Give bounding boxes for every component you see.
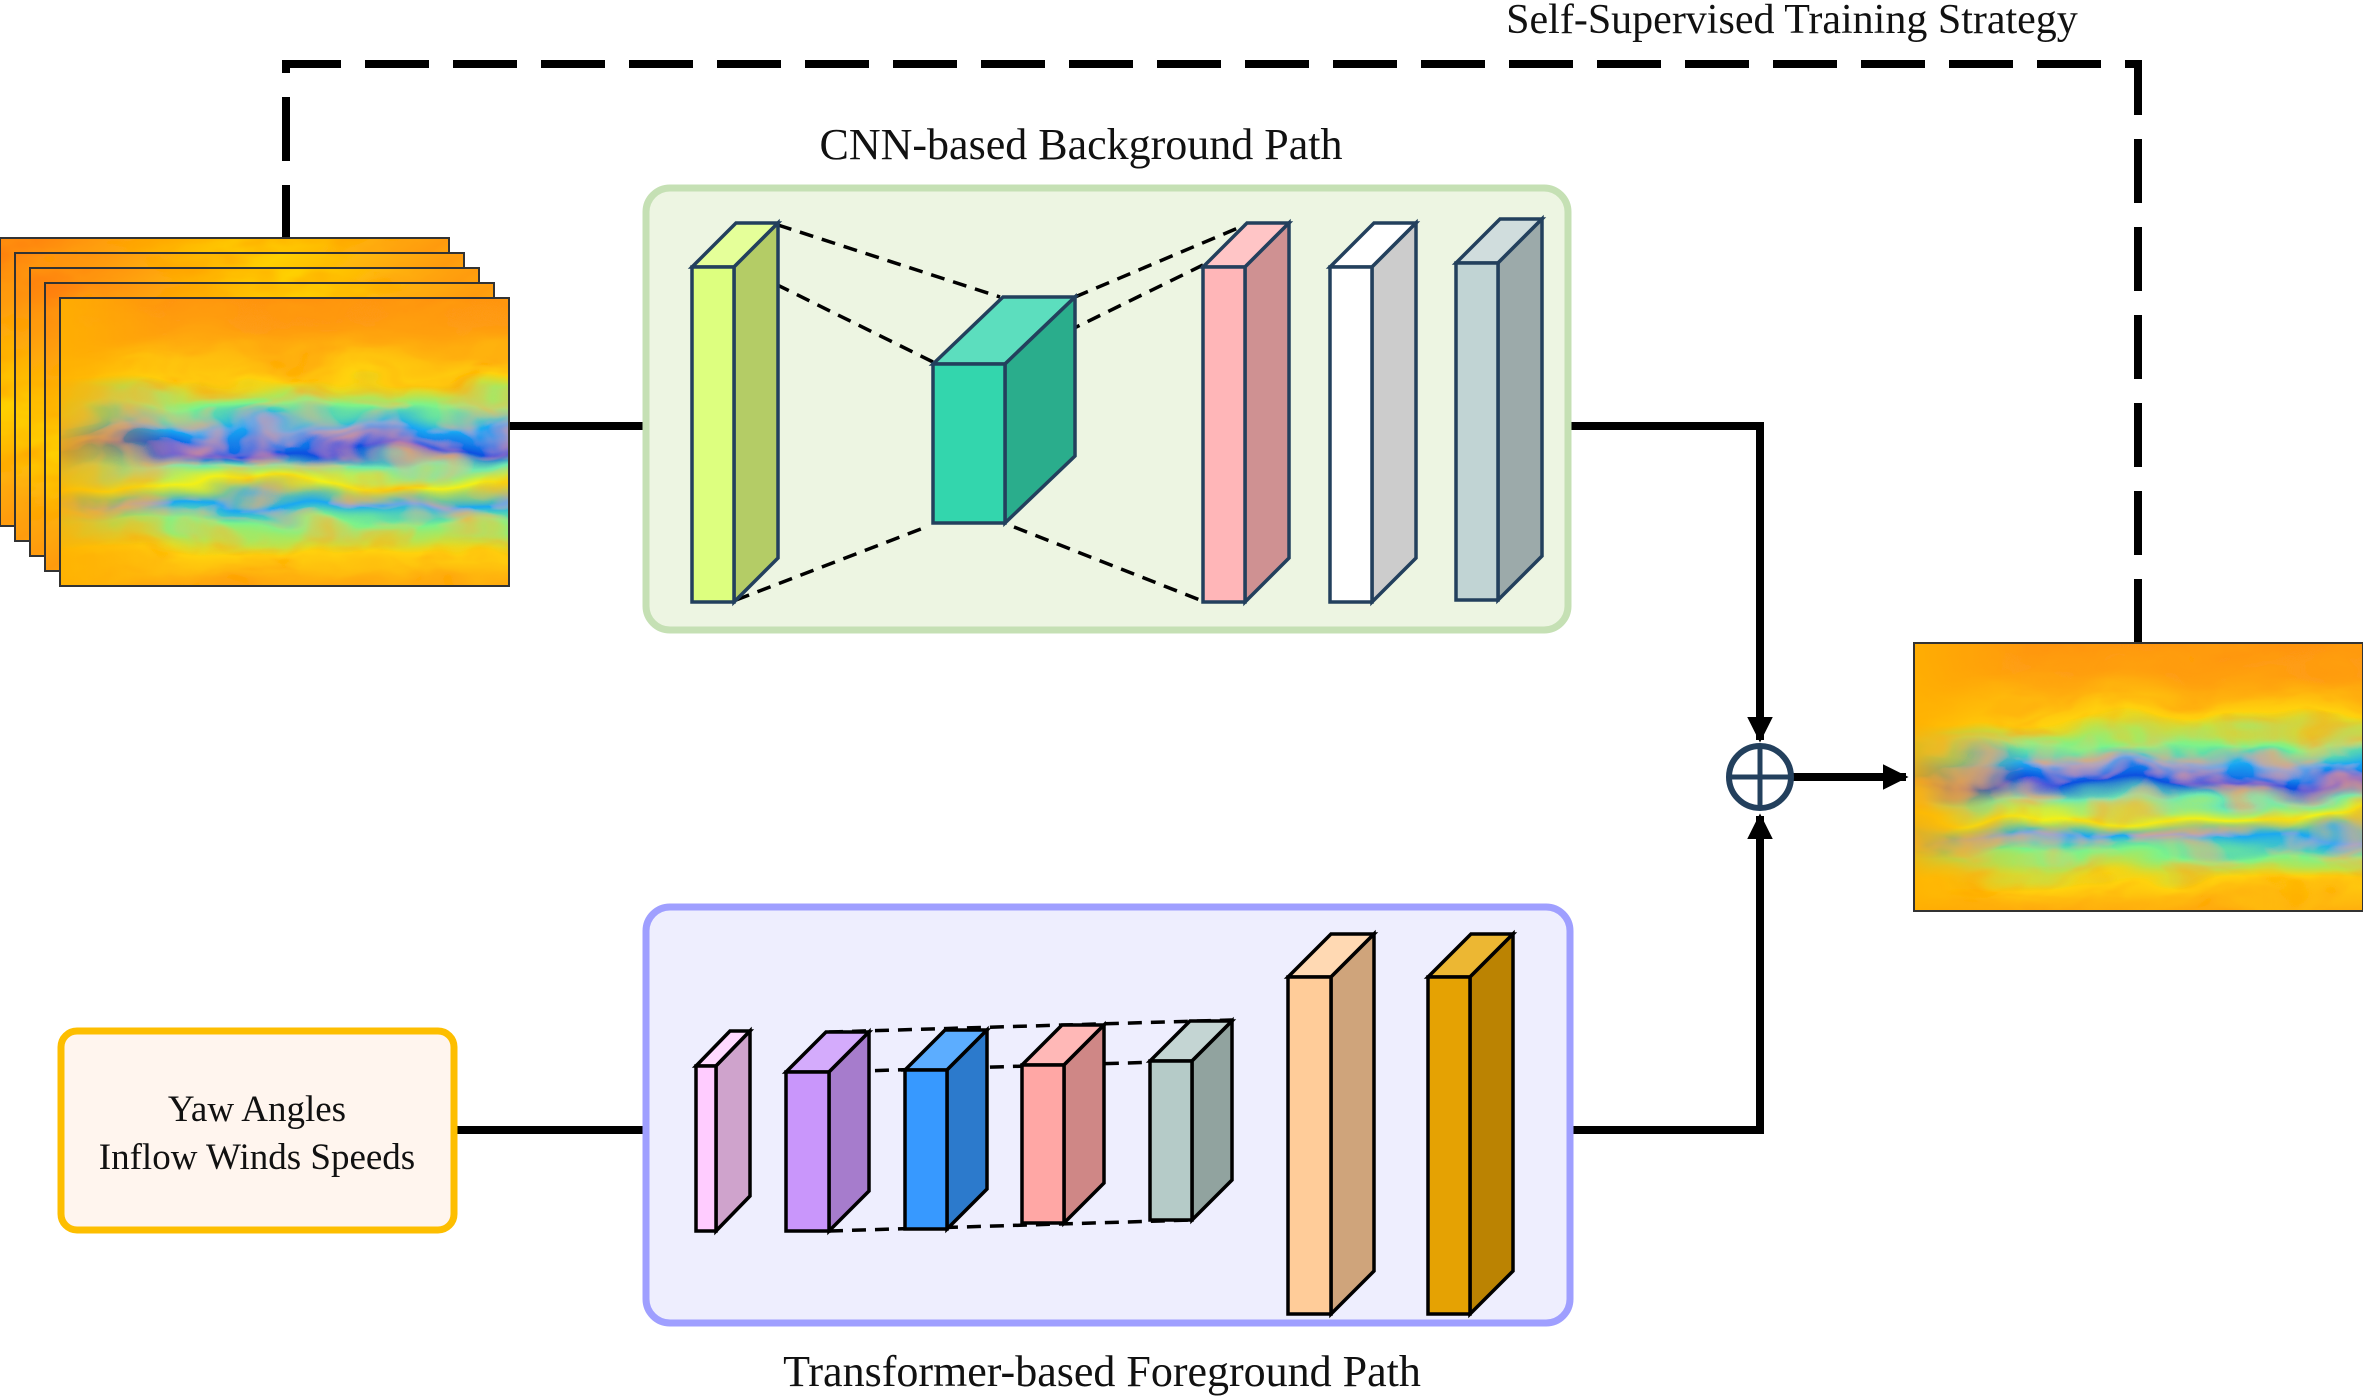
- transformer-block-1-front-face: [784, 1070, 831, 1233]
- dash-tf-mid: [828, 1059, 1193, 1074]
- input-param-yaw-angles: Yaw Angles: [168, 1089, 346, 1130]
- dash-dec-top: [1074, 223, 1246, 299]
- cnn-blocks: [687, 214, 1547, 607]
- training-strategy-label: Self-Supervised Training Strategy: [1506, 0, 2078, 43]
- training-loop-dashed-line: [282, 60, 2142, 643]
- transformer-dashes: [828, 1018, 1233, 1233]
- decoder-block-2-front-face: [1328, 265, 1374, 604]
- bottleneck-block: [928, 292, 1080, 528]
- transformer-block-4-front-face: [1148, 1059, 1194, 1222]
- transformer-block-4: [1145, 1016, 1237, 1225]
- input-params-box: Yaw Angles Inflow Winds Speeds: [57, 1027, 458, 1234]
- encoder-block-1: [687, 218, 783, 607]
- dash-tf-top: [828, 1018, 1233, 1034]
- dash-dec-bottom: [1013, 525, 1201, 602]
- transformer-block-1: [781, 1027, 874, 1236]
- transformer-block-2-front-face: [903, 1068, 949, 1231]
- decoder-block-1-front-face: [1201, 265, 1247, 604]
- bottleneck-block-front-face: [931, 362, 1007, 525]
- dash-enc-bottom: [735, 525, 927, 602]
- input-frame-front: [59, 297, 510, 587]
- embedding-block-side-face: [714, 1026, 752, 1236]
- output-wake-image: [1913, 642, 2363, 912]
- transformer-path-title: Transformer-based Foreground Path: [783, 1347, 1421, 1396]
- embedding-block-front-face: [694, 1064, 718, 1233]
- projection-block-2: [1423, 929, 1518, 1319]
- projection-block-1-side-face: [1329, 929, 1376, 1319]
- embedding-block: [691, 1026, 755, 1236]
- input-param-inflow-wind-speeds: Inflow Winds Speeds: [99, 1137, 415, 1178]
- encoder-block-1-side-face: [732, 218, 780, 607]
- output-block-side-face: [1496, 214, 1544, 605]
- input-frame-front-border: [59, 297, 510, 587]
- dash-enc-top: [777, 223, 1001, 299]
- projection-block-1: [1283, 929, 1379, 1319]
- output-frame: [1913, 642, 2363, 912]
- cnn-path-title: CNN-based Background Path: [819, 120, 1342, 169]
- dash-tf-bottom: [828, 1218, 1193, 1233]
- encoder-block-1-front-face: [690, 265, 736, 604]
- transformer-blocks: [691, 929, 1518, 1319]
- transformer-block-2: [900, 1025, 992, 1234]
- output-wake-image-border: [1913, 642, 2363, 912]
- merge-operator: [1726, 743, 1794, 811]
- decoder-block-1-side-face: [1243, 218, 1291, 607]
- transformer-block-3-front-face: [1020, 1063, 1066, 1225]
- decoder-block-2-side-face: [1370, 218, 1418, 607]
- decoder-block-1: [1198, 218, 1294, 607]
- projection-block-2-side-face: [1468, 929, 1515, 1319]
- projection-block-1-front-face: [1286, 975, 1333, 1316]
- input-params-frame: [57, 1027, 458, 1234]
- projection-block-2-front-face: [1426, 975, 1472, 1316]
- decoder-block-2: [1325, 218, 1421, 607]
- transformer-block-3: [1017, 1020, 1109, 1228]
- output-block-front-face: [1454, 261, 1500, 602]
- input-frame-stack: [0, 237, 510, 587]
- output-block: [1451, 214, 1547, 605]
